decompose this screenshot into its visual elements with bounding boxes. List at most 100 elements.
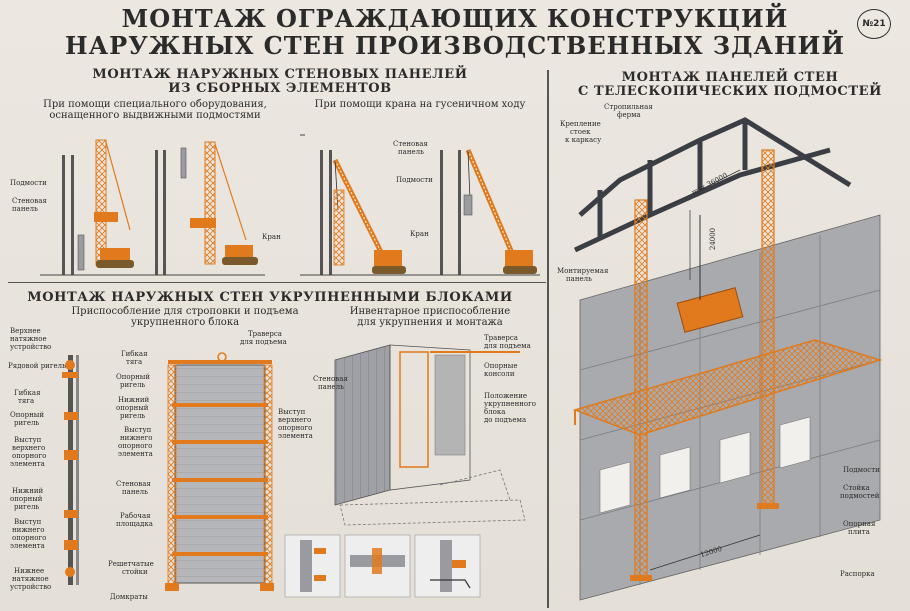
lbl-m-upper-ledge-4: элемента bbox=[278, 432, 313, 440]
lbl-r-position-1: Положение bbox=[484, 392, 528, 400]
lbl-scaffold-post-1: Стойка bbox=[843, 484, 870, 492]
label-wall-panel-1a: Стеновая bbox=[12, 197, 47, 205]
lbl-dim-24000: 24000 bbox=[709, 227, 718, 251]
crawler-crane-2 bbox=[463, 149, 537, 274]
lbl-m-work-platform-2: площадка bbox=[116, 520, 153, 528]
section2-heading: МОНТАЖ НАРУЖНЫХ СТЕН УКРУПНЕННЫМИ БЛОКАМ… bbox=[27, 290, 513, 305]
lbl-upper-tension-3: устройство bbox=[10, 343, 52, 351]
lbl-base-plate-1: Опорная bbox=[843, 520, 876, 528]
lbl-lower-ledge-4: элемента bbox=[10, 542, 45, 550]
lbl-m-lower-ledge-2: нижнего bbox=[120, 434, 153, 442]
lbl-flex-rod-2: тяга bbox=[18, 397, 35, 405]
lbl-m-support-girt-1: Опорный bbox=[116, 373, 151, 381]
lbl-m-traverse-2: для подъема bbox=[240, 338, 287, 346]
section2-caption-left-line2: укрупненного блока bbox=[130, 317, 240, 328]
lbl-support-girt-1: Опорный bbox=[10, 411, 45, 419]
lbl-support-girt-2: ригель bbox=[14, 419, 40, 427]
poster-title-line2: НАРУЖНЫХ СТЕН ПРОИЗВОДСТВЕННЫХ ЗДАНИЙ bbox=[64, 31, 846, 60]
lbl-m-wall-panel-2: панель bbox=[122, 488, 148, 496]
label-scaffold: Подмости bbox=[10, 179, 47, 187]
lbl-lower-tension-2: натяжное bbox=[12, 575, 49, 583]
section1-caption-right: При помощи крана на гусеничном ходу bbox=[314, 99, 526, 110]
lbl-r-position-2: укрупненного bbox=[484, 400, 536, 408]
lbl-base-plate-2: плита bbox=[848, 528, 870, 536]
lbl-m-flex-rod-2: тяга bbox=[126, 358, 143, 366]
lbl-r-position-4: до подъема bbox=[484, 416, 527, 424]
building-column-1 bbox=[62, 155, 74, 275]
lbl-lower-girt-3: ригель bbox=[14, 503, 40, 511]
lbl-r-consoles-2: консоли bbox=[484, 370, 515, 378]
lbl-panel-mount-1: Монтируемая bbox=[557, 267, 609, 275]
lbl-lower-tension-1: Нижнее bbox=[14, 567, 45, 575]
lbl-upper-ledge-4: элемента bbox=[10, 460, 45, 468]
roof-trusses bbox=[573, 117, 852, 253]
building-column-3 bbox=[320, 150, 332, 275]
lbl-fastening-2: стоек bbox=[570, 128, 591, 136]
lbl-scaffold-post-2: подмостей bbox=[840, 492, 880, 500]
label-wall-panel-1b: панель bbox=[12, 205, 38, 213]
lbl-fastening-3: к каркасу bbox=[565, 136, 602, 144]
lbl-scaffold-3: Подмости bbox=[843, 466, 880, 474]
lbl-m-lower-girt-2: опорный bbox=[116, 404, 149, 412]
crawler-crane-1 bbox=[332, 158, 406, 274]
lbl-m-lower-ledge-1: Выступ bbox=[124, 426, 152, 434]
lbl-m-wall-panel-1: Стеновая bbox=[116, 480, 151, 488]
section2-middle-frame bbox=[165, 352, 274, 591]
lbl-m-lattice-posts-1: Решетчатые bbox=[108, 560, 154, 568]
lbl-lower-girt-2: опорный bbox=[10, 495, 43, 503]
lbl-lower-ledge-2: нижнего bbox=[12, 526, 45, 534]
lbl-m-jacks: Домкраты bbox=[110, 593, 148, 601]
section3-heading-line2: С ТЕЛЕСКОПИЧЕСКИХ ПОДМОСТЕЙ bbox=[577, 84, 883, 99]
section2-caption-right-line2: для укрупнения и монтажа bbox=[357, 317, 503, 328]
lbl-m-traverse-1: Траверса bbox=[248, 330, 282, 338]
vertical-divider bbox=[547, 70, 549, 608]
lbl-m-upper-ledge-1: Выступ bbox=[278, 408, 306, 416]
section2-left-detail bbox=[62, 355, 79, 585]
lbl-lower-girt-1: Нижний bbox=[12, 487, 44, 495]
lbl-m-lower-ledge-4: элемента bbox=[118, 450, 153, 458]
section2-caption-right-line1: Инвентарное приспособление bbox=[349, 306, 511, 317]
scaffold-platform bbox=[572, 339, 883, 436]
lbl-lower-ledge-1: Выступ bbox=[14, 518, 42, 526]
lbl-r-wall-panel-2: панель bbox=[318, 383, 344, 391]
lbl-flex-rod-1: Гибкая bbox=[14, 389, 41, 397]
section2-caption-left-line1: Приспособление для строповки и подъема bbox=[71, 306, 299, 317]
poster-title-line1: МОНТАЖ ОГРАЖДАЮЩИХ КОНСТРУКЦИЙ bbox=[121, 4, 789, 33]
lbl-lower-ledge-3: опорного bbox=[12, 534, 47, 542]
lbl-m-work-platform-1: Рабочая bbox=[120, 512, 151, 520]
special-equipment-2 bbox=[180, 141, 258, 265]
building-column-2 bbox=[155, 150, 166, 275]
lbl-upper-tension-2: натяжное bbox=[10, 335, 47, 343]
lbl-r-traverse-2: для подъема bbox=[484, 342, 531, 350]
label-wall-panel-2b: панель bbox=[398, 148, 424, 156]
lbl-r-traverse-1: Траверса bbox=[484, 334, 518, 342]
section1-drawings bbox=[40, 134, 540, 276]
lbl-truss-2: ферма bbox=[617, 111, 641, 119]
poster-number-badge: №21 bbox=[857, 9, 891, 39]
section3-heading-line1: МОНТАЖ ПАНЕЛЕЙ СТЕН bbox=[621, 70, 839, 85]
lbl-truss-1: Стропильная bbox=[604, 103, 653, 111]
lbl-lower-tension-3: устройство bbox=[10, 583, 52, 591]
lbl-fastening-1: Крепление bbox=[560, 120, 601, 128]
special-equipment-1 bbox=[77, 139, 134, 271]
section3-drawing bbox=[572, 117, 883, 601]
section2-cross-sections bbox=[284, 534, 481, 598]
label-scaffold-2: Подмости bbox=[396, 176, 433, 184]
label-crane-2: Кран bbox=[410, 230, 429, 238]
section1-caption-left-line1: При помощи специального оборудования, bbox=[43, 99, 267, 110]
lbl-brace: Распорка bbox=[840, 570, 875, 578]
lbl-m-flex-rod-1: Гибкая bbox=[121, 350, 148, 358]
lbl-upper-tension-1: Верхнее bbox=[10, 327, 41, 335]
lbl-row-girt: Рядовой ригель bbox=[8, 362, 66, 370]
lbl-upper-ledge-3: опорного bbox=[12, 452, 47, 460]
lbl-m-upper-ledge-2: верхнего bbox=[278, 416, 312, 424]
scaffold-post-right bbox=[761, 149, 775, 506]
lbl-upper-ledge-2: верхнего bbox=[12, 444, 46, 452]
lbl-r-position-3: блока bbox=[484, 408, 506, 416]
lbl-m-support-girt-2: ригель bbox=[120, 381, 146, 389]
section2-right-device bbox=[334, 344, 526, 526]
lbl-m-upper-ledge-3: опорного bbox=[278, 424, 313, 432]
lbl-m-lower-girt-3: ригель bbox=[120, 412, 146, 420]
